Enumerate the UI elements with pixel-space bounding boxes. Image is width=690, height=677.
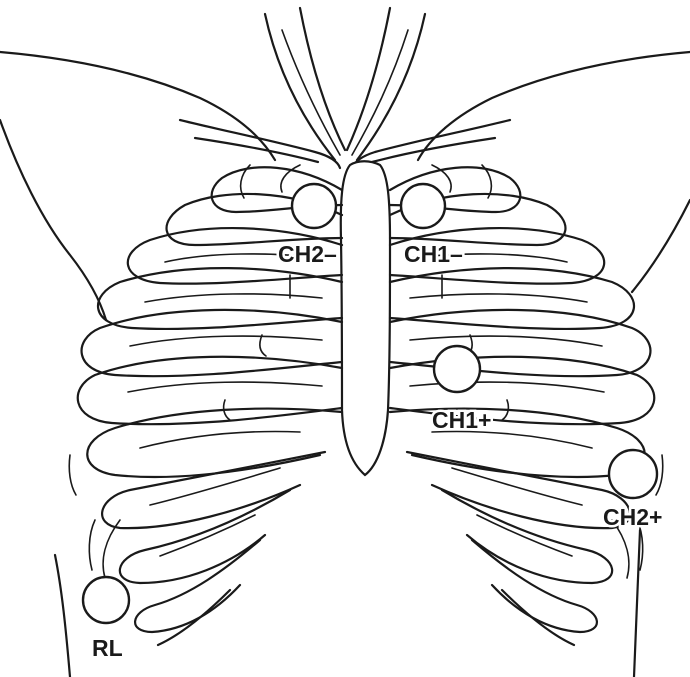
electrode-label: RL	[92, 635, 123, 661]
electrode-pad	[401, 184, 445, 228]
clavicles	[180, 120, 510, 168]
electrode-pad	[292, 184, 336, 228]
electrode-pad	[434, 346, 480, 392]
electrode-label: CH1–	[404, 241, 463, 267]
electrode-pad	[609, 450, 657, 498]
ribs-right	[390, 165, 663, 645]
sternum	[341, 161, 390, 475]
neck-muscles	[265, 8, 425, 160]
ribs-left	[69, 165, 342, 645]
electrode-rl: RL	[83, 577, 129, 661]
electrode-pad	[83, 577, 129, 623]
electrode-ch2-plus: CH2+	[603, 450, 662, 530]
electrode-ch1-plus: CH1+	[432, 346, 491, 433]
electrode-label: CH2–	[278, 241, 337, 267]
electrode-label: CH1+	[432, 407, 491, 433]
electrode-label: CH2+	[603, 504, 662, 530]
